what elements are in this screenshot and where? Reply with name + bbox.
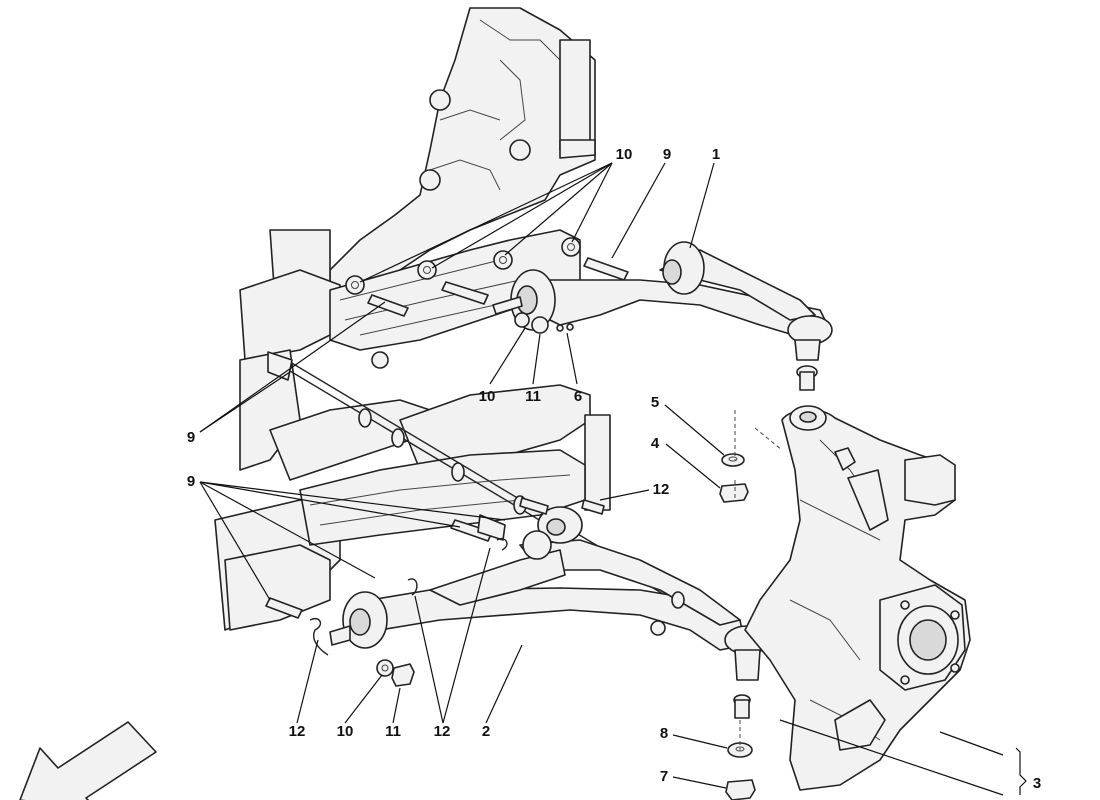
front-direction-arrow-icon bbox=[19, 721, 157, 800]
upper-bolts bbox=[367, 257, 629, 317]
wheel-upright bbox=[744, 405, 971, 791]
callout-5: 5 bbox=[650, 394, 660, 411]
callout-2: 2 bbox=[481, 723, 491, 740]
callout-9-lower: 9 bbox=[186, 473, 196, 490]
callout-11-mid: 11 bbox=[525, 388, 541, 405]
callout-9-left: 9 bbox=[186, 429, 196, 446]
callout-10-bottom-left: 10 bbox=[336, 723, 354, 740]
callout-8: 8 bbox=[659, 725, 669, 742]
upper-washers bbox=[345, 237, 581, 295]
leader-lines bbox=[199, 162, 1027, 796]
lower-control-arm bbox=[329, 506, 770, 719]
callout-1: 1 bbox=[711, 146, 721, 163]
callout-11-bottom-left: 11 bbox=[385, 723, 401, 740]
callout-3: 3 bbox=[1032, 775, 1042, 792]
callout-6: 6 bbox=[573, 388, 583, 405]
callout-10-top: 10 bbox=[615, 146, 633, 163]
callout-4: 4 bbox=[650, 435, 660, 452]
right-small-parts bbox=[719, 410, 783, 800]
callout-12-bottom-mid: 12 bbox=[433, 723, 451, 740]
upper-control-arm bbox=[492, 241, 833, 391]
callout-12-right: 12 bbox=[652, 481, 670, 498]
callout-9-top: 9 bbox=[662, 146, 672, 163]
callout-10-mid: 10 bbox=[478, 388, 496, 405]
callout-7: 7 bbox=[659, 768, 669, 785]
chassis-frame bbox=[214, 7, 611, 631]
callout-12-bottom-left: 12 bbox=[288, 723, 306, 740]
lower-bolts bbox=[265, 497, 605, 687]
